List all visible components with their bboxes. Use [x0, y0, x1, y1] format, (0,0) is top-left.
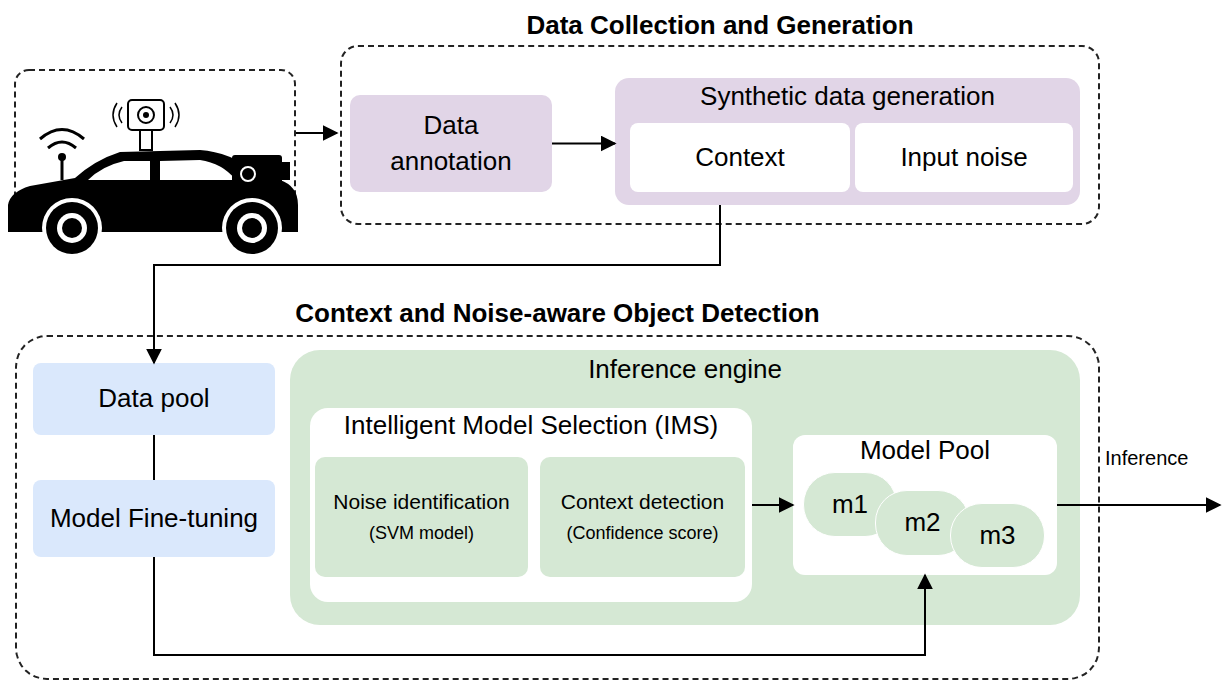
container-box: Intelligent Model Selection (IMS) Noise i… — [310, 408, 752, 602]
node-label: Synthetic data generation — [700, 81, 995, 113]
car-window — [160, 160, 236, 180]
node-sublabel: (Confidence score) — [566, 523, 718, 545]
process-box: Context — [630, 123, 850, 192]
wheel-hub — [242, 218, 262, 238]
process-box: Data pool — [33, 363, 275, 435]
group-frame: Data Collection and GenerationData annot… — [340, 8, 1100, 225]
group-frame: Context and Noise-aware Object Detection… — [15, 296, 1100, 680]
node-label: m3 — [979, 520, 1015, 552]
sensor-lens — [138, 107, 154, 123]
container-box: Inference engineIntelligent Model Select… — [290, 350, 1080, 625]
car-frame — [15, 70, 295, 210]
node-label: Context detection — [561, 489, 724, 515]
node-label: Model Fine-tuning — [50, 503, 258, 535]
node-label: Model Pool — [860, 435, 990, 467]
connector-arrow — [752, 504, 793, 506]
wheel-gap — [42, 198, 102, 258]
wheel-tire — [46, 202, 98, 254]
wheel-rim — [237, 213, 267, 243]
container-box: Synthetic data generationContext Input no… — [615, 78, 1080, 205]
output-arrow — [1057, 504, 1220, 506]
node-label: Context and Noise-aware Object Detection — [295, 298, 819, 330]
node-label: Intelligent Model Selection (IMS) — [344, 410, 718, 442]
connector-arrow — [154, 205, 720, 363]
node-label: Data pool — [98, 383, 209, 415]
car-illustration — [8, 100, 298, 258]
process-box: Data annotation — [350, 95, 552, 192]
wheel-rim — [57, 213, 87, 243]
node-label: m1 — [832, 489, 868, 521]
model-bubble: m3 — [950, 503, 1045, 568]
antenna-tip — [58, 153, 66, 161]
camera-lens — [281, 162, 290, 180]
wheel-tire — [226, 202, 278, 254]
node-sublabel: (SVM model) — [369, 523, 474, 545]
process-box: Noise identification (SVM model) — [315, 457, 528, 577]
wifi-waves — [40, 130, 84, 149]
sensor-stem — [140, 128, 152, 150]
connector-arrow — [154, 557, 925, 655]
car-body — [8, 150, 298, 232]
sensor-head — [128, 100, 164, 130]
process-box: Context detection (Confidence score) — [540, 457, 745, 577]
car-window — [88, 161, 150, 180]
node-label: Inference engine — [588, 354, 782, 386]
wheel-hub — [62, 218, 82, 238]
sensor-waves — [113, 103, 179, 127]
camera-detail — [241, 167, 255, 181]
flow-arrow — [296, 132, 337, 134]
antenna — [61, 157, 64, 180]
sensor-lens-center — [143, 112, 149, 118]
container-box: Model Pool m1 m2 m3 — [793, 435, 1057, 575]
flow-label: Inference — [1105, 447, 1188, 470]
node-label: Data Collection and Generation — [526, 10, 913, 42]
process-box: Input noise — [855, 123, 1073, 192]
node-label: Noise identification — [333, 489, 509, 515]
node-label: Data annotation — [372, 108, 530, 180]
connector-arrow — [552, 143, 615, 145]
process-box: Model Fine-tuning — [33, 480, 275, 557]
node-label: Context — [695, 142, 785, 174]
wheel-gap — [222, 198, 282, 258]
connector-arrow — [153, 435, 155, 480]
node-label: m2 — [904, 507, 940, 539]
rear-camera — [232, 155, 282, 187]
node-label: Input noise — [900, 142, 1027, 174]
